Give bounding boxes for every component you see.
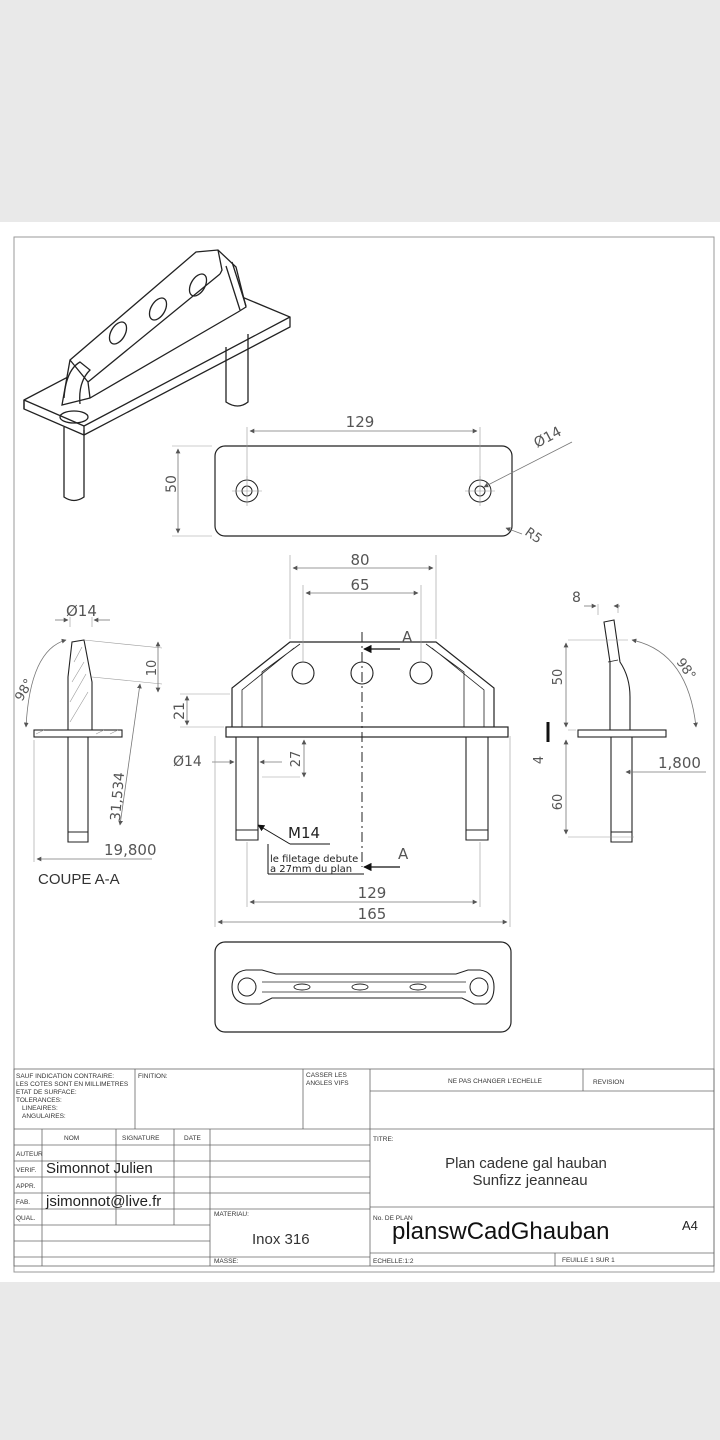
col-signature: SIGNATURE [122, 1135, 160, 1142]
tolerance-notes: SAUF INDICATION CONTRAIRE: LES COTES SON… [16, 1073, 130, 1120]
dim-sec-10: 10 [145, 660, 160, 677]
dim-front-dia14: Ø14 [173, 754, 202, 770]
row-fab: FAB. [16, 1199, 30, 1206]
dim-front-21: 21 [172, 702, 188, 720]
row-appr: APPR. [16, 1183, 36, 1190]
masse-label: MASSE: [214, 1258, 239, 1265]
dim-top-dia14: Ø14 [531, 424, 564, 452]
no-de-plan-label: No. DE PLAN [373, 1215, 413, 1222]
col-nom: NOM [64, 1135, 79, 1142]
top-view [172, 427, 573, 537]
finition-label: FINITION: [138, 1073, 168, 1080]
technical-drawing: 129 Ø14 50 R5 80 65 21 Ø14 27 [12, 236, 715, 1273]
side-view [546, 603, 706, 843]
plan-number: planswCadGhauban [392, 1218, 610, 1245]
dim-front-80: 80 [350, 551, 369, 569]
thread-label-m14: M14 [288, 824, 320, 842]
titre-label: TITRE: [373, 1136, 394, 1143]
sheet-border [13, 236, 715, 1273]
materiau-label: MATERIAU: [214, 1211, 249, 1218]
dim-front-165: 165 [358, 905, 387, 923]
casser-line1: CASSER LES [306, 1072, 347, 1079]
dim-front-129: 129 [358, 884, 387, 902]
fab-email: jsimonnot@live.fr [45, 1193, 161, 1210]
feuille-label: FEUILLE 1 SUR 1 [562, 1257, 615, 1264]
dim-front-65: 65 [350, 576, 369, 594]
materiau-value: Inox 316 [252, 1231, 310, 1248]
revision-label: REVISION [593, 1079, 624, 1086]
title-block [13, 1068, 715, 1267]
title-line2: Sunfizz jeanneau [472, 1172, 587, 1189]
front-view [180, 555, 511, 927]
thread-note-line1: le filetage debute [270, 854, 358, 865]
thread-note-line2: a 27mm du plan [270, 864, 352, 875]
row-verif: VERIF. [16, 1167, 36, 1174]
verif-name: Simonnot Julien [46, 1160, 153, 1177]
format-label: A4 [682, 1218, 698, 1233]
section-marker-a-bottom: A [398, 845, 409, 863]
dim-sec-dia14: Ø14 [66, 602, 97, 620]
drawing-sheet: 129 Ø14 50 R5 80 65 21 Ø14 27 [0, 222, 720, 1282]
section-label: COUPE A-A [38, 871, 120, 888]
dim-side-8: 8 [572, 590, 581, 606]
ne-pas-changer-echelle: NE PAS CHANGER L'ECHELLE [448, 1078, 543, 1085]
dim-side-60: 60 [551, 794, 566, 811]
section-a-a-view [23, 617, 163, 862]
row-auteur: AUTEUR [16, 1151, 43, 1158]
dim-front-27: 27 [289, 751, 304, 768]
col-date: DATE [184, 1135, 202, 1142]
echelle-label: ECHELLE:1:2 [373, 1258, 414, 1265]
section-marker-a-top: A [402, 628, 413, 646]
dim-side-98: 98° [673, 656, 699, 683]
dim-sec-19800: 19,800 [104, 841, 157, 859]
casser-line2: ANGLES VIFS [306, 1080, 349, 1087]
dim-side-50: 50 [551, 669, 566, 686]
dim-top-r5: R5 [522, 525, 545, 547]
dim-top-50: 50 [164, 475, 180, 493]
dim-side-4: 4 [532, 756, 547, 764]
row-qual: QUAL. [16, 1215, 36, 1222]
title-line1: Plan cadene gal hauban [445, 1155, 607, 1172]
dim-side-1800: 1,800 [658, 754, 701, 772]
dim-sec-31534: 31,534 [108, 771, 128, 821]
dim-top-129: 129 [346, 413, 375, 431]
bottom-view [214, 941, 512, 1033]
isometric-view [23, 249, 291, 502]
